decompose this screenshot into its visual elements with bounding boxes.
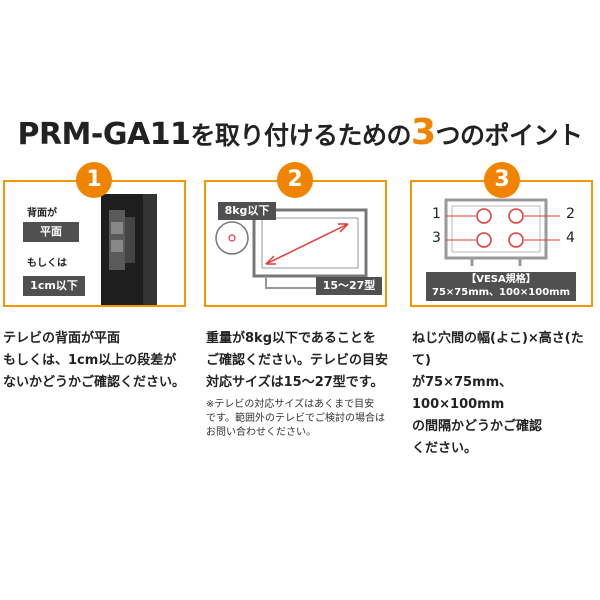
tv-size-illustration [215, 208, 376, 289]
or-label: もしくは [27, 258, 67, 269]
point-2-number-badge: 2 [277, 162, 313, 198]
point-1-description: テレビの背面が平面 もしくは、1cm以上の段差が ないかどうかご確認ください。 [3, 331, 186, 390]
hole-3-label: 3 [432, 230, 441, 246]
title-count: 3 [410, 112, 436, 153]
point-2-description: 重量が8kg以下であることを ご確認ください。テレビの目安 対応サイズは15～2… [206, 331, 389, 390]
tv-side-illustration [101, 194, 157, 305]
vesa-holes-illustration [444, 198, 560, 266]
hole-4-label: 4 [566, 230, 575, 246]
point-1-panel: 背面が 平面 もしくは 1cm以下 [3, 180, 186, 307]
vesa-tag: 【VESA規格】 75×75mm、100×100mm [426, 272, 576, 301]
size-tag: 15～27型 [316, 277, 382, 295]
point-3-number-badge: 3 [484, 162, 520, 198]
point-1-number-badge: 1 [76, 162, 112, 198]
point-2-panel: 8kg以下 15～27型 [204, 180, 387, 307]
point-3-panel: 1 2 3 4 【VESA規格】 75×75mm、100×100mm [410, 180, 593, 307]
flat-tag: 平面 [23, 222, 79, 242]
vesa-value: 75×75mm、100×100mm [431, 287, 571, 298]
back-label: 背面が [27, 208, 57, 219]
hole-1-label: 1 [432, 206, 441, 222]
weight-tag: 8kg以下 [218, 202, 276, 220]
title-mid: を取り付けるための [190, 121, 411, 150]
hole-2-label: 2 [566, 206, 575, 222]
model-name: PRM-GA11 [17, 117, 191, 152]
point-3-description: ねじ穴間の幅(よこ)×高さ(たて) が75×75mm、100×100mm の間隔… [412, 331, 584, 456]
title-suffix: つのポイント [435, 121, 584, 150]
vesa-title: 【VESA規格】 [466, 274, 536, 285]
page-title: PRM-GA11を取り付けるための3つのポイント [0, 112, 600, 153]
point-2-note: ※テレビの対応サイズはあくまで目安 です。範囲外のテレビでご検討の場合は お問い… [206, 399, 385, 438]
step-tag: 1cm以下 [23, 276, 85, 296]
